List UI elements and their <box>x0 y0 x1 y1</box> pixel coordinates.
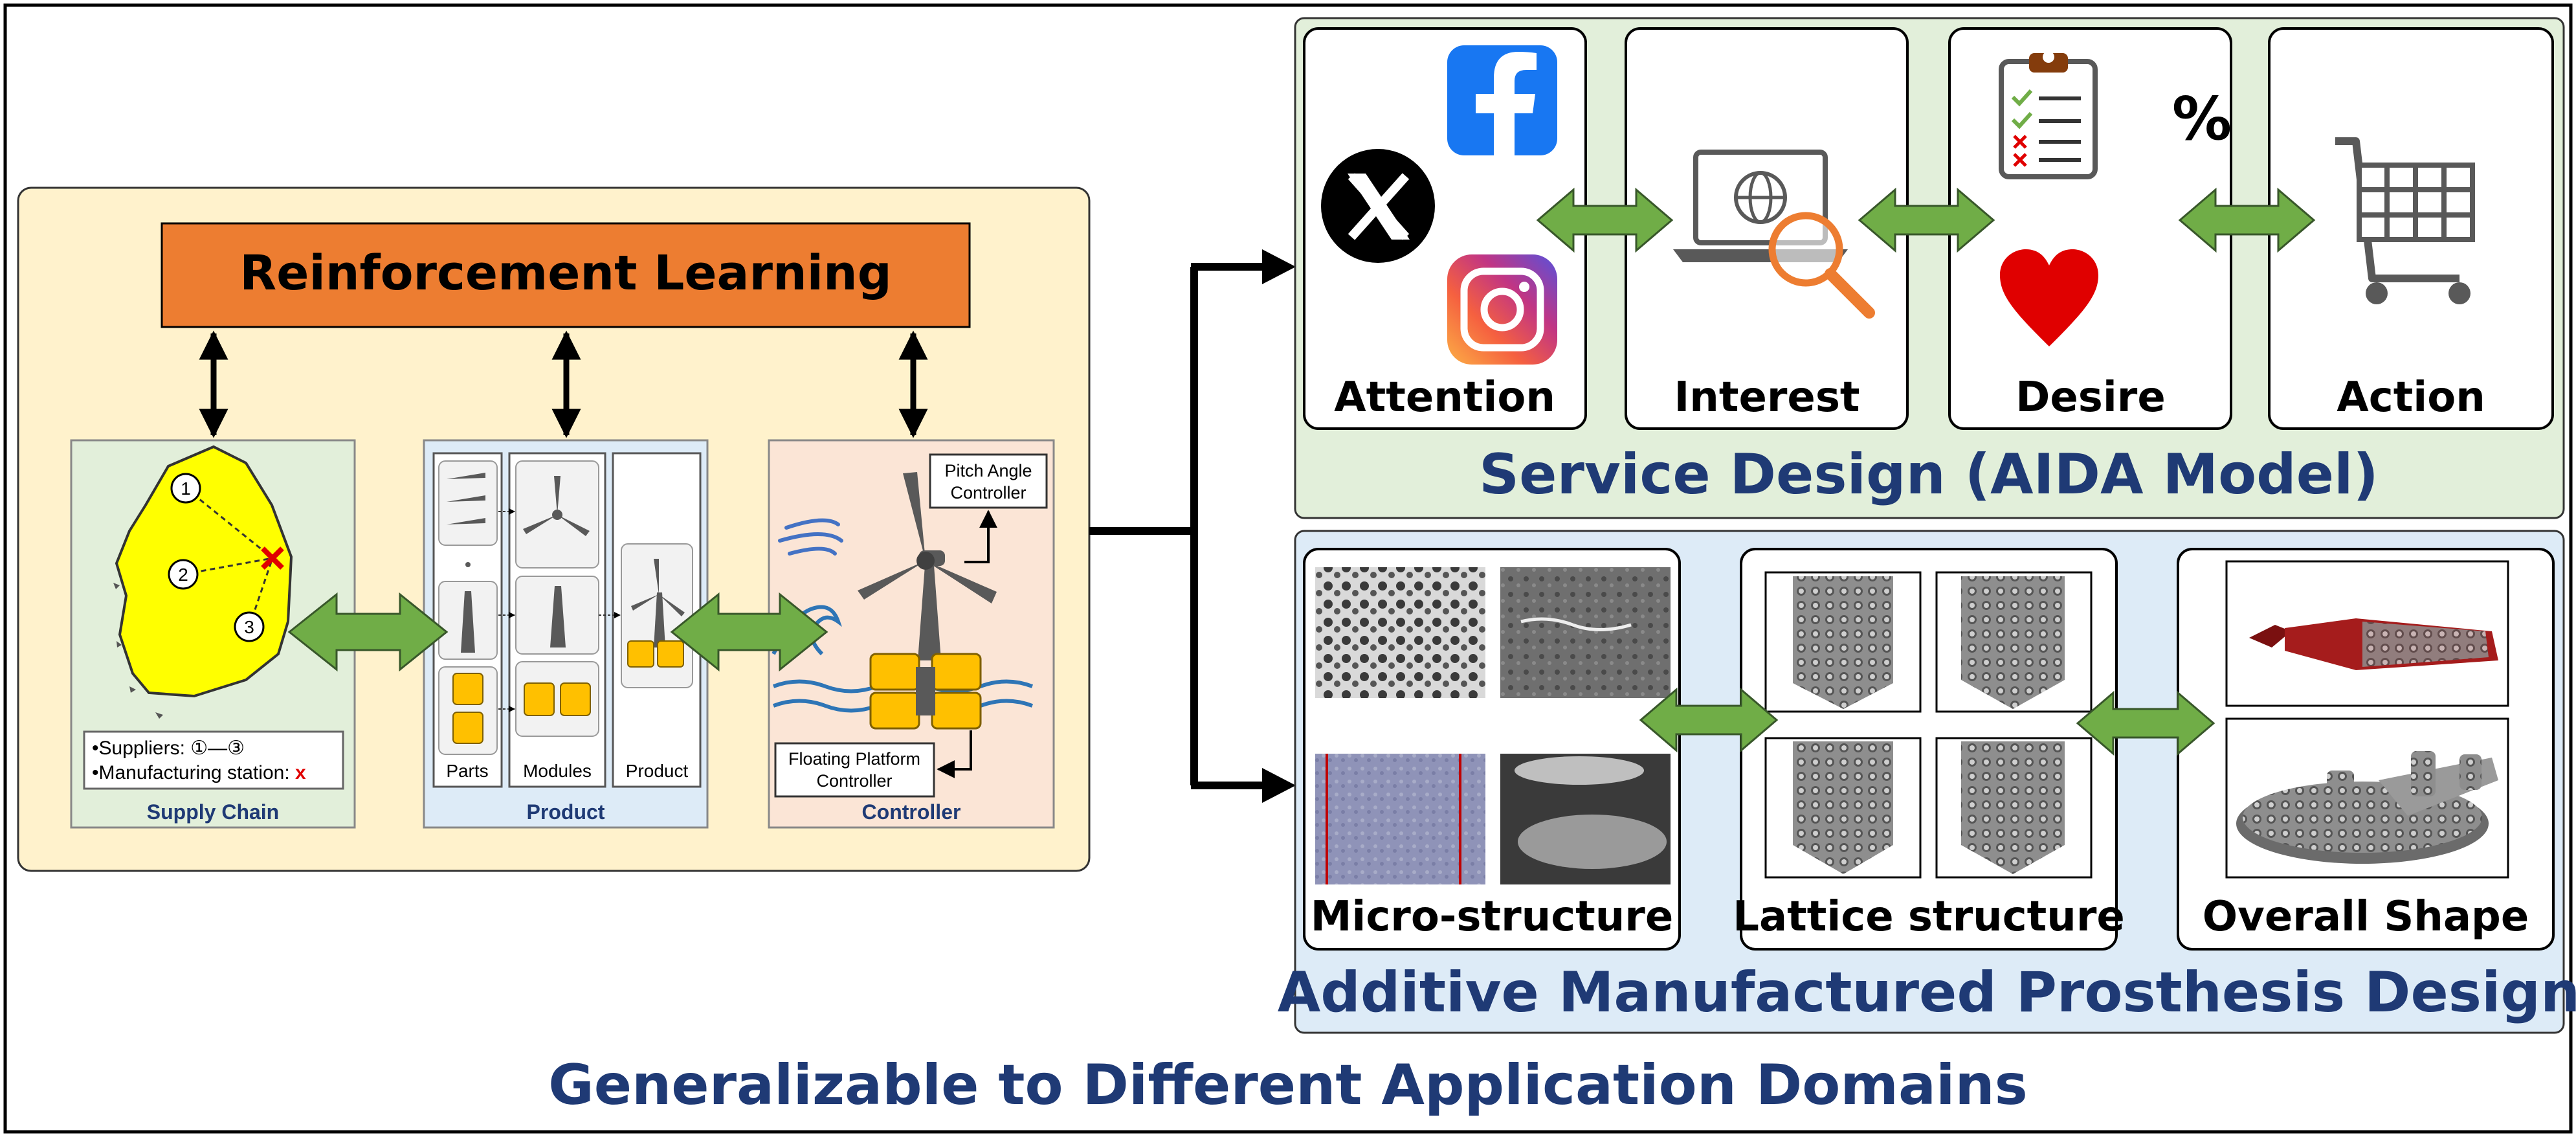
percent-sign: % <box>2172 84 2232 153</box>
svg-text:2: 2 <box>178 565 188 585</box>
lattice-image-2 <box>1961 576 2065 709</box>
attention-interest-arrow <box>1536 187 1674 253</box>
product-col-label: Product <box>626 761 689 781</box>
lattice-image-4 <box>1961 741 2065 874</box>
overall-shape-card: Overall Shape <box>2177 548 2555 951</box>
supply-legend <box>83 730 344 790</box>
legend-station: •Manufacturing station: x <box>92 762 306 783</box>
product-label: Product <box>527 800 605 824</box>
branch-connector <box>1089 249 1296 803</box>
micro-image-1 <box>1315 567 1485 698</box>
aida-action-card: Action <box>2268 27 2554 430</box>
supply-chain-panel: 1 2 3 •Suppliers: ①—③ •Manufacturing sta… <box>70 439 356 829</box>
pitch-line2: Controller <box>950 483 1026 502</box>
micro-image-2 <box>1500 567 1671 698</box>
modules-label: Modules <box>523 761 592 781</box>
wind-turbine-icon <box>858 472 997 660</box>
floating-controller-box <box>774 742 935 798</box>
pitch-line1: Pitch Angle <box>944 461 1032 480</box>
aida-attention-card: Attention <box>1303 27 1587 430</box>
supply-chain-label: Supply Chain <box>147 800 279 824</box>
product-panel: Parts Modules Product Product <box>423 439 709 829</box>
desire-label: Desire <box>2015 374 2166 422</box>
checklist-icon <box>1999 51 2098 179</box>
wind-icon <box>778 518 843 556</box>
parts-label: Parts <box>446 761 488 781</box>
prosthesis-title: Additive Manufactured Prosthesis Design <box>1278 960 2576 1025</box>
service-design-title: Service Design (AIDA Model) <box>1479 442 2379 507</box>
action-label: Action <box>2337 374 2485 422</box>
lattice-image-1 <box>1793 576 1893 709</box>
facebook-icon <box>1447 45 1557 155</box>
instagram-icon <box>1447 254 1557 365</box>
supply-product-arrow <box>287 592 449 672</box>
lattice-image-3 <box>1793 741 1893 874</box>
lattice-label: Lattice structure <box>1733 893 2125 941</box>
attention-label: Attention <box>1334 374 1555 422</box>
supplier-2: 2 <box>168 559 199 590</box>
lattice-structure-card: Lattice structure <box>1733 548 2125 951</box>
interest-desire-arrow <box>1858 187 1995 253</box>
legend-suppliers: •Suppliers: ①—③ <box>92 737 245 759</box>
interest-label: Interest <box>1674 374 1860 422</box>
supplier-3: 3 <box>234 611 265 642</box>
float-line2: Controller <box>816 771 892 791</box>
svg-text:3: 3 <box>244 617 254 637</box>
rl-title: Reinforcement Learning <box>239 245 891 301</box>
overall-shape-label: Overall Shape <box>2203 893 2529 941</box>
microstructure-label: Micro-structure <box>1311 893 1674 941</box>
pitch-controller-box <box>929 453 1048 509</box>
heart-icon <box>2000 249 2098 346</box>
micro-lattice-arrow <box>1639 687 1779 753</box>
lattice-overall-arrow <box>2076 690 2215 756</box>
microstructure-card: Micro-structure <box>1303 548 1681 951</box>
manufacturing-station-x-icon <box>261 546 284 570</box>
footer-title: Generalizable to Different Application D… <box>548 1053 2028 1118</box>
supplier-1: 1 <box>170 473 201 504</box>
reinforcement-learning-box: Reinforcement Learning <box>161 222 971 328</box>
product-controller-arrow <box>670 592 828 672</box>
float-line1: Floating Platform <box>788 749 920 769</box>
micro-image-3 <box>1315 754 1485 884</box>
svg-text:1: 1 <box>181 478 191 499</box>
x-logo-icon <box>1321 149 1435 263</box>
floating-platform-icon <box>869 653 982 730</box>
prosthetic-arm-image <box>2249 618 2498 670</box>
service-design-panel <box>1294 17 2565 519</box>
aida-interest-card: Interest <box>1625 27 1909 430</box>
controller-label: Controller <box>862 800 961 824</box>
prosthetic-foot-image <box>2236 751 2498 864</box>
laptop-search-icon <box>1673 150 1875 319</box>
aida-desire-card: % Desire <box>1948 27 2232 430</box>
desire-action-arrow <box>2178 187 2316 253</box>
shopping-cart-icon <box>2335 137 2475 304</box>
